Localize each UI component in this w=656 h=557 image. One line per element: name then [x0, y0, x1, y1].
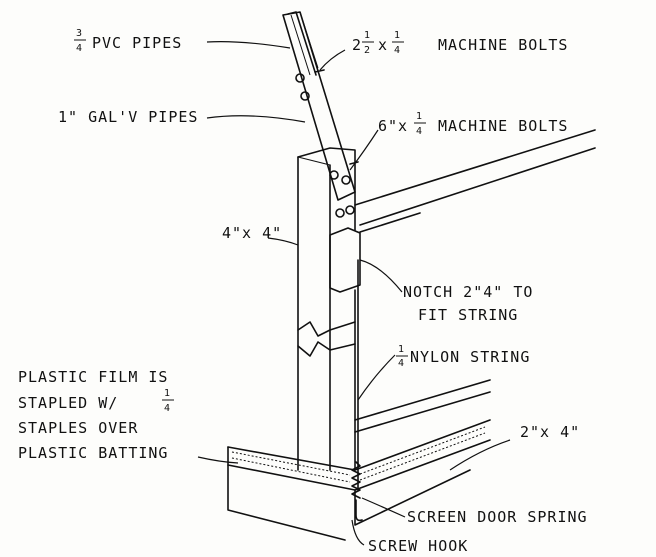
bottom-board — [227, 379, 491, 541]
screw-hook-label: SCREW HOOK — [368, 537, 468, 555]
notch-label-line-2: FIT STRING — [418, 306, 518, 324]
notch-block — [329, 227, 361, 293]
pipe-assembly — [282, 11, 359, 218]
label-machine-bolts-1: 2 1 2 x 1 4 MACHINE BOLTS — [352, 30, 568, 56]
machine-bolts-label-1: MACHINE BOLTS — [438, 36, 568, 54]
screw-hook — [355, 499, 363, 522]
svg-text:2: 2 — [352, 36, 362, 54]
label-nylon-string: 1 4 NYLON STRING — [396, 344, 530, 369]
leader-lines — [197, 41, 511, 546]
svg-text:1: 1 — [398, 344, 404, 355]
svg-text:4: 4 — [416, 126, 422, 137]
svg-text:1: 1 — [394, 30, 400, 41]
plastic-label-line-2: STAPLED W/ — [18, 394, 118, 412]
notch-label-line-1: NOTCH 2"4" TO — [403, 283, 533, 301]
bolt-hole — [300, 91, 310, 101]
svg-text:4: 4 — [394, 45, 400, 56]
plastic-label-line-1: PLASTIC FILM IS — [18, 368, 168, 386]
label-plastic-film: PLASTIC FILM IS STAPLED W/ 1 4 STAPLES O… — [18, 368, 174, 462]
label-machine-bolts-2: 6"x 1 4 MACHINE BOLTS — [378, 111, 568, 137]
spring-label: SCREEN DOOR SPRING — [407, 508, 588, 526]
svg-text:4: 4 — [398, 358, 404, 369]
label-pvc-pipes: 3 4 PVC PIPES — [74, 28, 182, 54]
svg-text:1: 1 — [416, 111, 422, 122]
bolt-hole — [345, 205, 355, 215]
svg-text:x: x — [378, 36, 388, 54]
label-galv-pipes: 1" GAL'V PIPES — [58, 108, 198, 126]
svg-text:4: 4 — [76, 43, 82, 54]
screen-door-spring — [351, 461, 361, 499]
svg-text:6"x: 6"x — [378, 117, 408, 135]
label-post: 4"x 4" — [222, 224, 282, 242]
label-hook: SCREW HOOK — [368, 537, 468, 555]
svg-text:4: 4 — [164, 403, 170, 414]
galv-pipes-label: 1" GAL'V PIPES — [58, 108, 198, 126]
label-spring: SCREEN DOOR SPRING — [407, 508, 588, 526]
machine-bolts-label-2: MACHINE BOLTS — [438, 117, 568, 135]
svg-text:3: 3 — [76, 28, 82, 39]
galv-pipe — [282, 11, 356, 201]
label-notch: NOTCH 2"4" TO FIT STRING — [403, 283, 533, 324]
post-size-label: 4"x 4" — [222, 224, 282, 242]
spring-assembly — [351, 461, 363, 522]
post-4x4 — [297, 147, 361, 471]
bolt-hole — [295, 73, 305, 83]
svg-text:1: 1 — [164, 388, 170, 399]
top-rail — [354, 129, 596, 233]
board-size-label: 2"x 4" — [520, 423, 580, 441]
plastic-label-line-4: PLASTIC BATTING — [18, 444, 168, 462]
bolt-hole — [335, 208, 345, 218]
svg-text:2: 2 — [364, 45, 370, 56]
pvc-pipe — [287, 11, 317, 76]
nylon-string-label: NYLON STRING — [410, 348, 530, 366]
svg-text:1: 1 — [364, 30, 370, 41]
bolt-hole — [341, 175, 351, 185]
pvc-pipes-label: PVC PIPES — [92, 34, 182, 52]
plastic-label-line-3: STAPLES OVER — [18, 419, 138, 437]
label-board: 2"x 4" — [520, 423, 580, 441]
